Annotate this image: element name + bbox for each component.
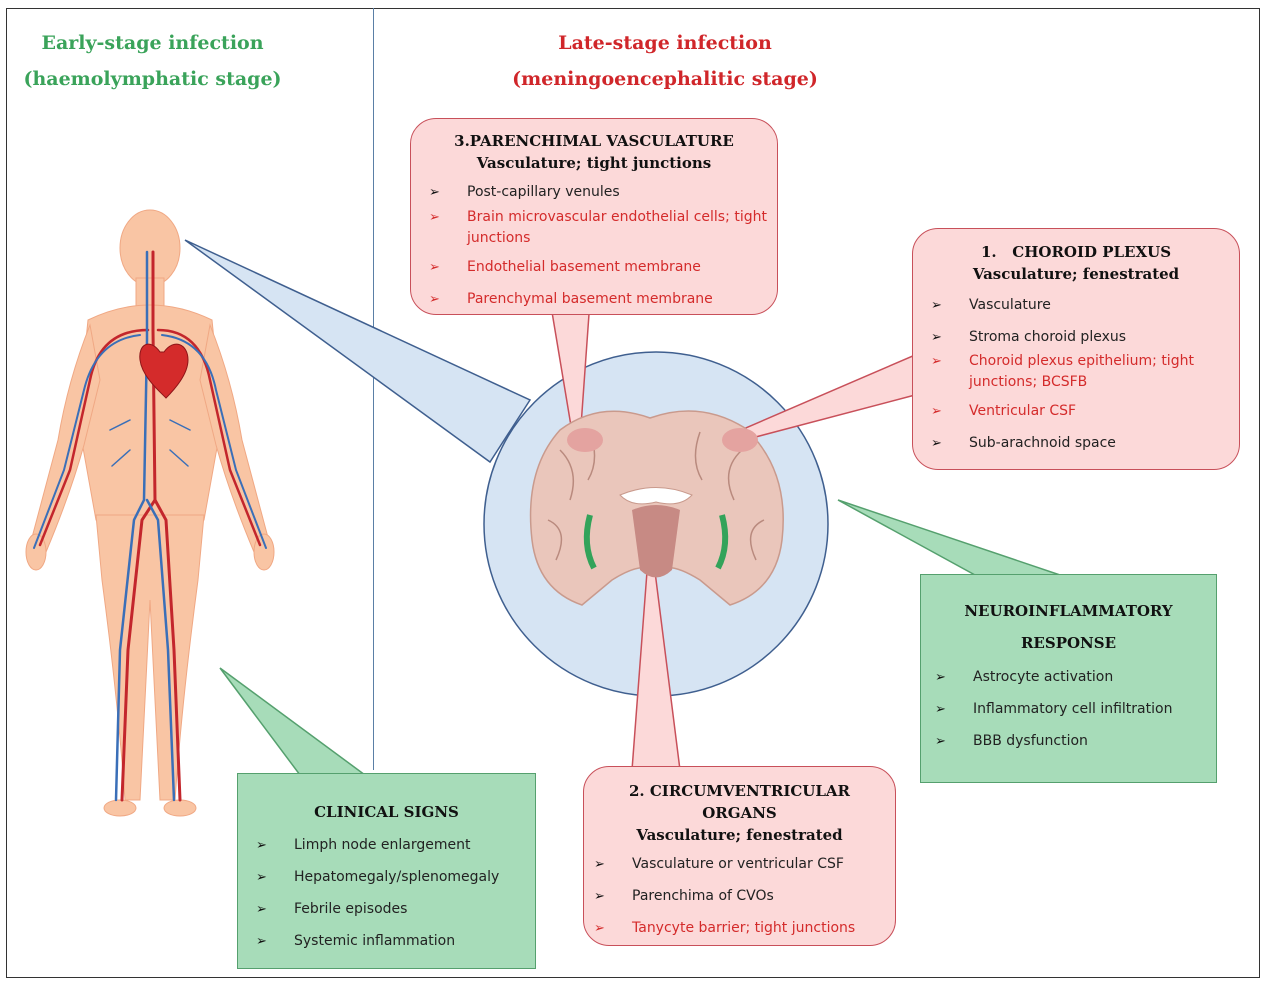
clinical-title: CLINICAL SIGNS [238,801,535,823]
list-item: ➢Vasculature or ventricular CSF [584,854,895,875]
list-item: ➢Febrile episodes [238,899,535,920]
list-item: ➢Vasculature [913,295,1227,316]
bullet-arrow-icon: ➢ [931,433,942,454]
brain-coronal-section [531,411,784,605]
list-item: ➢Parenchima of CVOs [584,886,895,907]
list-item: ➢Stroma choroid plexus [913,327,1227,348]
list-item: ➢Parenchymal basement membrane [411,289,767,310]
human-body-illustration [26,210,274,816]
bullet-arrow-icon: ➢ [594,854,605,875]
list-item: ➢Tanycyte barrier; tight junctions [584,918,895,939]
neuro-callout-tail [838,500,1060,575]
list-item: ➢Inflammatory cell infiltration [921,699,1216,720]
bullet-arrow-icon: ➢ [429,182,440,203]
parenchymal-vasculature-box: 3.PARENCHIMAL VASCULATURE Vasculature; t… [410,118,778,315]
bullet-arrow-icon: ➢ [256,931,267,952]
list-item: ➢Endothelial basement membrane [411,257,767,278]
list-item: ➢Systemic inflammation [238,931,535,952]
bullet-arrow-icon: ➢ [594,918,605,939]
choroid-subtitle: Vasculature; fenestrated [913,263,1239,285]
bullet-arrow-icon: ➢ [935,667,946,688]
bullet-arrow-icon: ➢ [931,327,942,348]
bullet-arrow-icon: ➢ [256,899,267,920]
bullet-arrow-icon: ➢ [429,207,440,228]
bullet-arrow-icon: ➢ [931,401,942,422]
circumventricular-organs-box: 2. CIRCUMVENTRICULAR ORGANS Vasculature;… [583,766,896,946]
list-item: ➢Choroid plexus epithelium; tight juncti… [913,351,1227,393]
clinical-callout-tail [220,668,365,775]
neuroinflammatory-response-box: NEUROINFLAMMATORY RESPONSE ➢Astrocyte ac… [920,574,1217,783]
choroid-title: 1. CHOROID PLEXUS [913,241,1239,263]
bullet-arrow-icon: ➢ [429,289,440,310]
clinical-signs-box: CLINICAL SIGNS ➢Limph node enlargement ➢… [237,773,536,969]
bullet-arrow-icon: ➢ [594,886,605,907]
cvo-title: 2. CIRCUMVENTRICULAR ORGANS [584,780,895,824]
bullet-arrow-icon: ➢ [935,731,946,752]
bullet-arrow-icon: ➢ [256,835,267,856]
list-item: ➢Ventricular CSF [913,401,1227,422]
list-item: ➢Sub-arachnoid space [913,433,1227,454]
parenchymal-subtitle: Vasculature; tight junctions [411,152,777,174]
cvo-subtitle: Vasculature; fenestrated [584,824,895,846]
list-item: ➢Limph node enlargement [238,835,535,856]
choroid-plexus-box: 1. CHOROID PLEXUS Vasculature; fenestrat… [912,228,1240,470]
parenchymal-title: 3.PARENCHIMAL VASCULATURE [411,130,777,152]
bullet-arrow-icon: ➢ [935,699,946,720]
neuro-title-line2: RESPONSE [921,627,1216,659]
bullet-arrow-icon: ➢ [931,351,942,372]
bullet-arrow-icon: ➢ [256,867,267,888]
list-item: ➢Post-capillary venules [411,182,767,203]
list-item: ➢Hepatomegaly/splenomegaly [238,867,535,888]
list-item: ➢Brain microvascular endothelial cells; … [411,207,767,249]
list-item: ➢BBB dysfunction [921,731,1216,752]
neuro-title-line1: NEUROINFLAMMATORY [921,595,1216,627]
bullet-arrow-icon: ➢ [931,295,942,316]
bullet-arrow-icon: ➢ [429,257,440,278]
list-item: ➢Astrocyte activation [921,667,1216,688]
